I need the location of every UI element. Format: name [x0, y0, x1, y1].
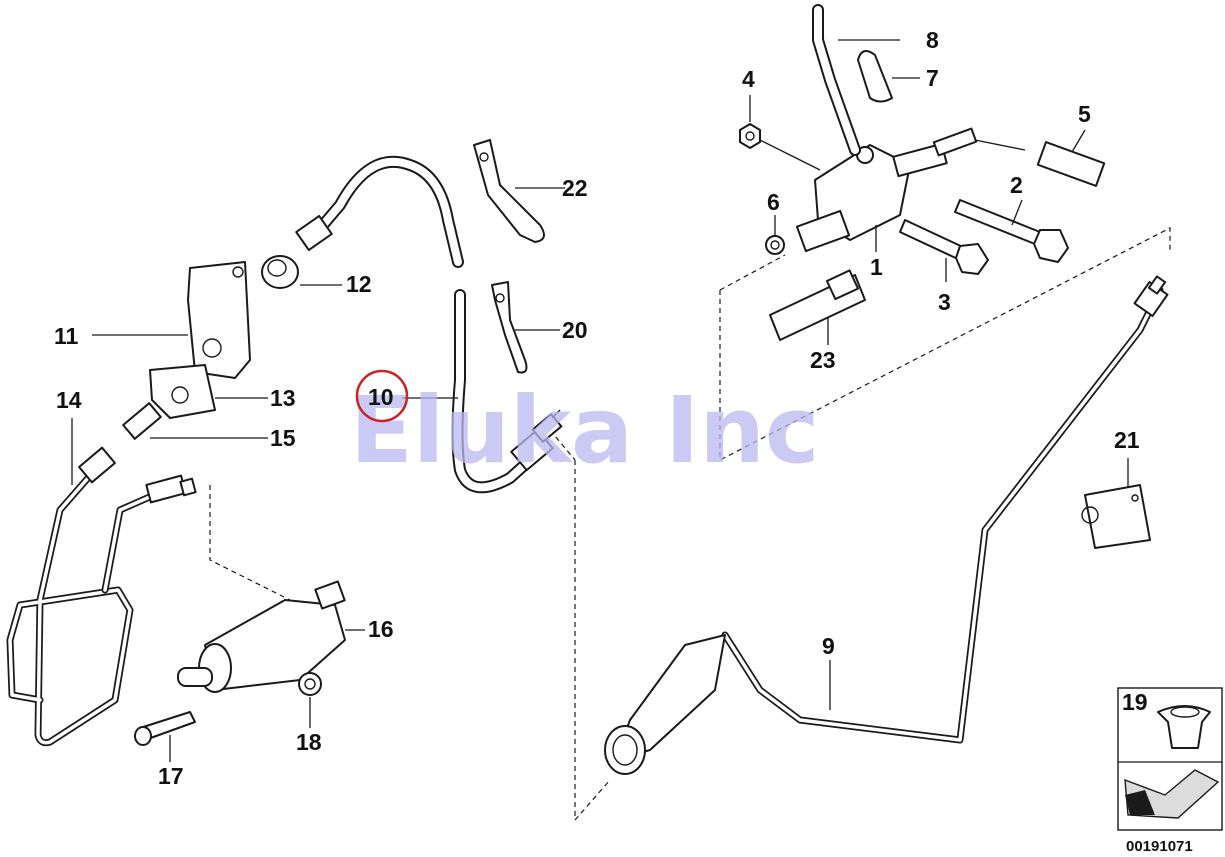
- part-17-bolt: [134, 711, 196, 746]
- callout-labels: 1 2 3 4 5 6 7 8 9 10 11 12 13 14 15 16 1…: [54, 27, 1148, 789]
- callout-5: 5: [1078, 101, 1091, 127]
- part-15-adapter: [122, 402, 162, 440]
- callout-1: 1: [870, 254, 883, 280]
- part-10-clutch-hose: [295, 155, 563, 494]
- part-18-nut: [298, 672, 322, 696]
- callout-14: 14: [56, 387, 82, 413]
- callout-16: 16: [368, 616, 394, 642]
- callout-15: 15: [270, 425, 296, 451]
- inset-19-box: [1117, 687, 1223, 831]
- watermark-text: Eluka Inc: [350, 377, 819, 484]
- callout-21: 21: [1114, 427, 1140, 453]
- leader-lines: [71, 39, 1129, 762]
- callout-2: 2: [1010, 172, 1023, 198]
- callout-7: 7: [926, 65, 939, 91]
- callout-17: 17: [158, 763, 184, 789]
- part-9-dust-boot: [604, 634, 726, 775]
- callout-13: 13: [270, 385, 296, 411]
- part-2-bolt: [954, 199, 1069, 263]
- part-1-master-cylinder: [795, 142, 948, 253]
- part-12-grommet: [261, 255, 299, 289]
- part-13-bracket: [149, 364, 216, 419]
- callout-4: 4: [742, 66, 755, 92]
- callout-22: 22: [562, 175, 588, 201]
- part-16-slave-cylinder: [177, 580, 346, 693]
- part-22-bracket: [473, 139, 545, 243]
- callout-10: 10: [368, 384, 394, 410]
- callout-9: 9: [822, 633, 835, 659]
- part-11-holder: [187, 261, 251, 379]
- callout-20: 20: [562, 317, 588, 343]
- part-21-clip: [1081, 484, 1151, 549]
- callout-23: 23: [810, 347, 836, 373]
- part-6-circlip: [765, 235, 785, 255]
- part-8-reservoir-hose: [812, 4, 861, 156]
- part-23-switch: [769, 269, 866, 341]
- callout-18: 18: [296, 729, 322, 755]
- highlight-ring: [355, 369, 409, 423]
- part-4-nut: [739, 123, 761, 149]
- document-number: 00191071: [1126, 838, 1193, 855]
- part-20-bracket: [491, 281, 528, 374]
- callout-12: 12: [346, 271, 372, 297]
- part-3-bolt: [899, 219, 989, 275]
- callout-19: 19: [1122, 689, 1148, 715]
- part-14-pipe: [6, 446, 197, 747]
- part-7-cap: [857, 50, 893, 103]
- callout-3: 3: [938, 289, 951, 315]
- assembly-dash-lines: [209, 227, 1171, 822]
- callout-6: 6: [767, 189, 780, 215]
- callout-8: 8: [926, 27, 939, 53]
- callout-11: 11: [54, 323, 79, 349]
- part-5-pushrod-end: [932, 127, 1106, 187]
- part-9-pipe: [721, 275, 1169, 744]
